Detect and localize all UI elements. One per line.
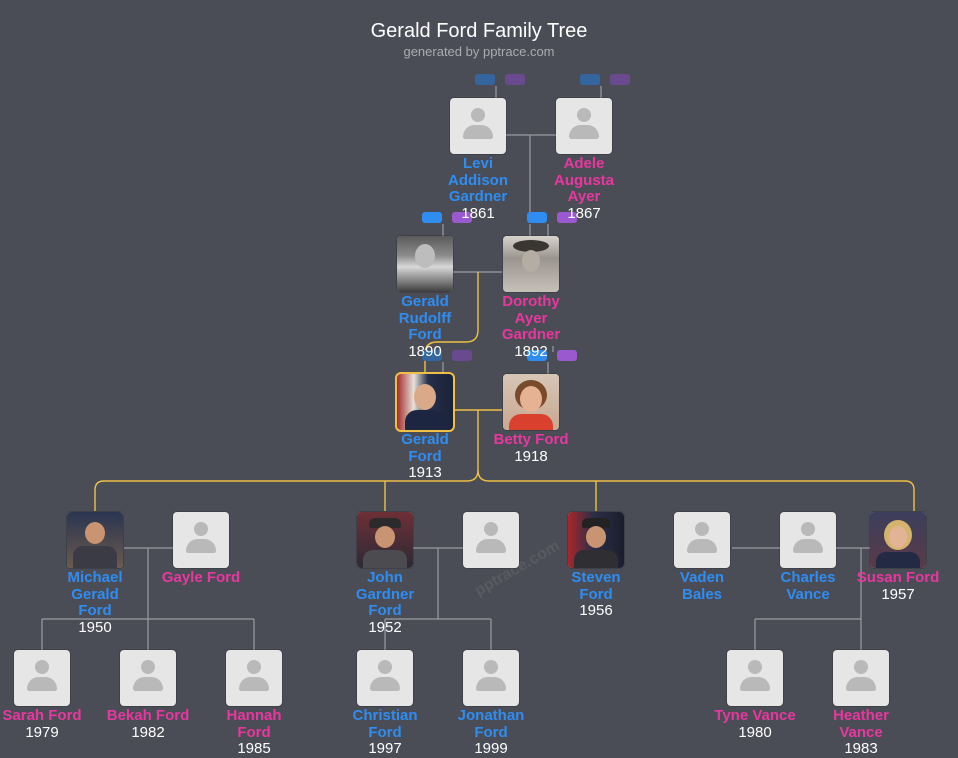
- person-photo: [870, 512, 926, 568]
- person-name: Bekah Ford: [106, 707, 190, 724]
- relation-tag[interactable]: [527, 350, 547, 361]
- person-name: Steven Ford: [571, 569, 621, 603]
- person-placeholder-icon: [173, 512, 229, 568]
- person-placeholder-icon: [780, 512, 836, 568]
- person-year: 1890: [408, 342, 442, 360]
- person-photo: [503, 236, 559, 292]
- relation-tag[interactable]: [557, 350, 577, 361]
- person-year: 1982: [131, 723, 165, 741]
- person-name: Sarah Ford: [2, 707, 82, 724]
- person-card-gerald-ford[interactable]: Gerald Ford 1913: [365, 374, 485, 482]
- person-name: Hannah Ford: [226, 707, 282, 741]
- relation-tag[interactable]: [452, 212, 472, 223]
- person-name: Susan Ford: [856, 569, 940, 586]
- person-card-gerald-sr[interactable]: Gerald Rudolff Ford 1890: [365, 236, 485, 360]
- person-year: 1892: [514, 342, 548, 360]
- person-name: Dorothy Ayer Gardner: [501, 293, 561, 343]
- person-placeholder-icon: [727, 650, 783, 706]
- person-card-jonathan[interactable]: Jonathan Ford 1999: [431, 650, 551, 758]
- person-name: John Gardner Ford: [355, 569, 415, 619]
- person-photo: [503, 374, 559, 430]
- relation-tag[interactable]: [580, 74, 600, 85]
- person-placeholder-icon: [674, 512, 730, 568]
- person-card-vaden[interactable]: Vaden Bales: [642, 512, 762, 603]
- relation-tag[interactable]: [475, 74, 495, 85]
- person-card-sarah[interactable]: Sarah Ford 1979: [0, 650, 102, 741]
- person-year: 1979: [25, 723, 59, 741]
- person-year: 1913: [408, 464, 442, 481]
- relation-tag[interactable]: [505, 74, 525, 85]
- person-name: Tyne Vance: [714, 707, 796, 724]
- person-name: Gerald Rudolff Ford: [398, 293, 452, 343]
- person-placeholder-icon: [120, 650, 176, 706]
- person-placeholder-icon: [357, 650, 413, 706]
- person-name: Charles Vance: [780, 569, 836, 603]
- person-placeholder-icon: [14, 650, 70, 706]
- person-year: 1950: [78, 618, 112, 636]
- person-photo: [568, 512, 624, 568]
- person-name: Christian Ford: [352, 707, 418, 741]
- person-card-hannah[interactable]: Hannah Ford 1985: [194, 650, 314, 758]
- person-name: Heather Vance: [833, 707, 889, 741]
- person-year: 1867: [567, 204, 601, 222]
- person-card-steven[interactable]: Steven Ford 1956: [536, 512, 656, 620]
- person-name: Gayle Ford: [161, 569, 241, 586]
- person-name: Adele Augusta Ayer: [554, 155, 614, 205]
- relation-tag[interactable]: [527, 212, 547, 223]
- person-name: Gerald Ford: [401, 431, 449, 465]
- person-card-john-spouse[interactable]: [431, 512, 551, 570]
- person-card-susan[interactable]: Susan Ford 1957: [838, 512, 958, 603]
- person-card-betty-ford[interactable]: Betty Ford 1918: [471, 374, 591, 465]
- person-year: 1918: [514, 447, 548, 465]
- relation-tag[interactable]: [422, 212, 442, 223]
- person-year: 1952: [368, 618, 402, 636]
- person-name: Levi Addison Gardner: [448, 155, 508, 205]
- person-card-christian[interactable]: Christian Ford 1997: [325, 650, 445, 758]
- person-photo: [397, 236, 453, 292]
- relation-tag[interactable]: [452, 350, 472, 361]
- person-photo: [357, 512, 413, 568]
- page-title: Gerald Ford Family Tree: [370, 20, 588, 42]
- person-name: Vaden Bales: [679, 569, 725, 603]
- person-card-charles[interactable]: Charles Vance: [748, 512, 868, 603]
- person-year: 1957: [881, 585, 915, 603]
- person-placeholder-icon: [556, 98, 612, 154]
- person-year: 1861: [461, 204, 495, 222]
- person-placeholder-icon: [833, 650, 889, 706]
- relation-tag[interactable]: [610, 74, 630, 85]
- person-card-michael[interactable]: Michael Gerald Ford 1950: [35, 512, 155, 636]
- person-card-heather[interactable]: Heather Vance 1983: [801, 650, 921, 758]
- person-placeholder-icon: [463, 512, 519, 568]
- page-subtitle: generated by pptrace.com: [403, 44, 555, 59]
- person-placeholder-icon: [226, 650, 282, 706]
- person-card-tyne[interactable]: Tyne Vance 1980: [695, 650, 815, 741]
- person-card-bekah[interactable]: Bekah Ford 1982: [88, 650, 208, 741]
- person-placeholder-icon: [450, 98, 506, 154]
- person-year: 1956: [579, 602, 613, 619]
- person-name: Betty Ford: [493, 431, 569, 448]
- person-photo: [67, 512, 123, 568]
- person-card-levi[interactable]: Levi Addison Gardner 1861: [418, 98, 538, 222]
- person-year: 1985: [237, 740, 271, 757]
- person-year: 1999: [474, 740, 508, 757]
- person-photo: [397, 374, 453, 430]
- person-card-adele[interactable]: Adele Augusta Ayer 1867: [524, 98, 644, 222]
- person-name: Jonathan Ford: [457, 707, 525, 741]
- person-placeholder-icon: [463, 650, 519, 706]
- person-year: 1980: [738, 723, 772, 741]
- person-name: Michael Gerald Ford: [67, 569, 123, 619]
- person-year: 1997: [368, 740, 402, 757]
- relation-tag[interactable]: [422, 350, 442, 361]
- person-card-gayle[interactable]: Gayle Ford: [141, 512, 261, 587]
- person-card-john[interactable]: John Gardner Ford 1952: [325, 512, 445, 636]
- person-card-dorothy[interactable]: Dorothy Ayer Gardner 1892: [471, 236, 591, 360]
- relation-tag[interactable]: [557, 212, 577, 223]
- person-year: 1983: [844, 740, 878, 757]
